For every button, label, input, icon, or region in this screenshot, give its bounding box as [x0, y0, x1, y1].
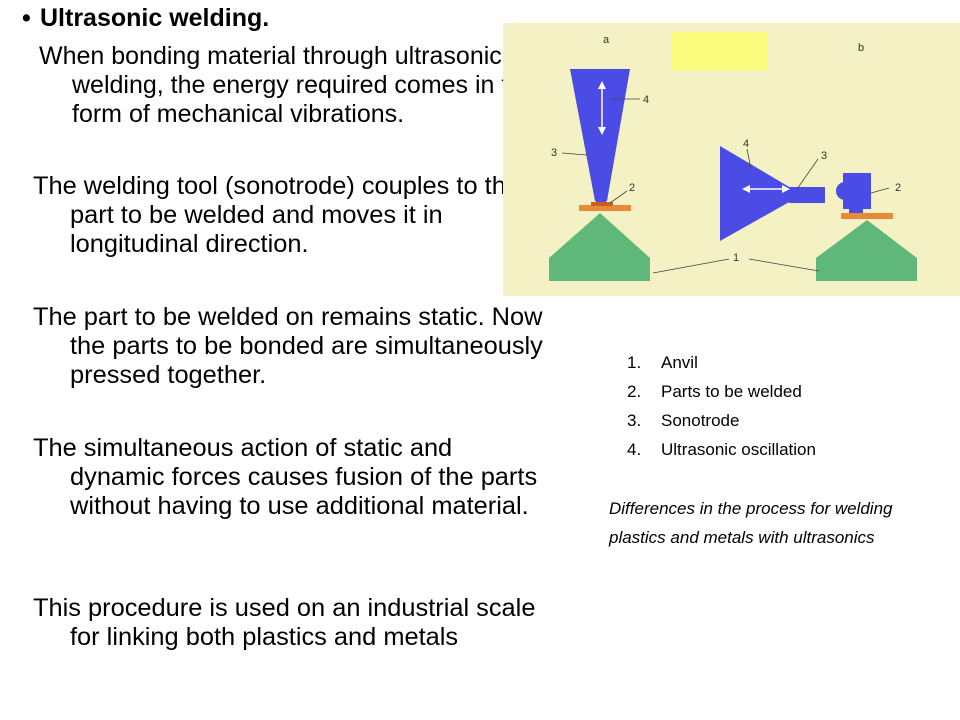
callout-2-a: 2: [629, 182, 635, 194]
paragraph-sonotrode: The welding tool (sonotrode) couples to …: [33, 172, 520, 258]
anvil-b: [816, 220, 917, 281]
callout-3-a: 3: [551, 147, 557, 159]
oscillation-arrow-b-left: [742, 185, 750, 193]
paragraph-static-part: The part to be welded on remains static.…: [33, 303, 543, 389]
paragraph-industrial: This procedure is used on an industrial …: [33, 594, 536, 651]
bullet-icon: •: [22, 4, 31, 32]
legend-item: 2.Parts to be welded: [627, 382, 802, 401]
sonotrode-a-tip: [596, 195, 606, 205]
legend-item: 4.Ultrasonic oscillation: [627, 440, 816, 459]
sonotrode-b-tip: [849, 207, 863, 215]
sonotrode-b: [720, 146, 791, 241]
callout-3-b: 3: [821, 150, 827, 162]
oscillation-arrow-a-up: [598, 81, 606, 89]
callout-4-b: 4: [743, 138, 749, 150]
legend-item: 1.Anvil: [627, 353, 698, 372]
slide-heading: • Ultrasonic welding.: [22, 4, 270, 32]
callout-1: 1: [733, 252, 739, 264]
callout-4-a: 4: [643, 94, 649, 106]
legend-item: 3.Sonotrode: [627, 411, 740, 430]
figure-caption: Differences in the process for welding p…: [609, 499, 893, 547]
oscillation-arrow-b-right: [782, 185, 790, 193]
callout-2-b: 2: [895, 182, 901, 194]
welding-diagram: a b 4 3 2 4 3 2 1: [503, 23, 960, 296]
panel-label-a: a: [603, 34, 610, 46]
panel-label-b: b: [858, 42, 864, 54]
anvil-a: [549, 213, 650, 281]
parts-b: [841, 213, 893, 219]
sonotrode-a: [570, 69, 630, 201]
oscillation-arrow-a-down: [598, 127, 606, 135]
legend-list: 1.Anvil 2.Parts to be welded 3.Sonotrode…: [627, 348, 816, 464]
paragraph-intro: When bonding material through ultrasonic…: [39, 42, 537, 128]
sonotrode-b-neck: [789, 187, 825, 203]
highlight-box: [672, 32, 768, 70]
parts-a-top: [591, 202, 613, 206]
parts-a: [579, 205, 631, 211]
paragraph-fusion: The simultaneous action of static and dy…: [33, 434, 538, 520]
sonotrode-b-ring: [836, 182, 854, 200]
